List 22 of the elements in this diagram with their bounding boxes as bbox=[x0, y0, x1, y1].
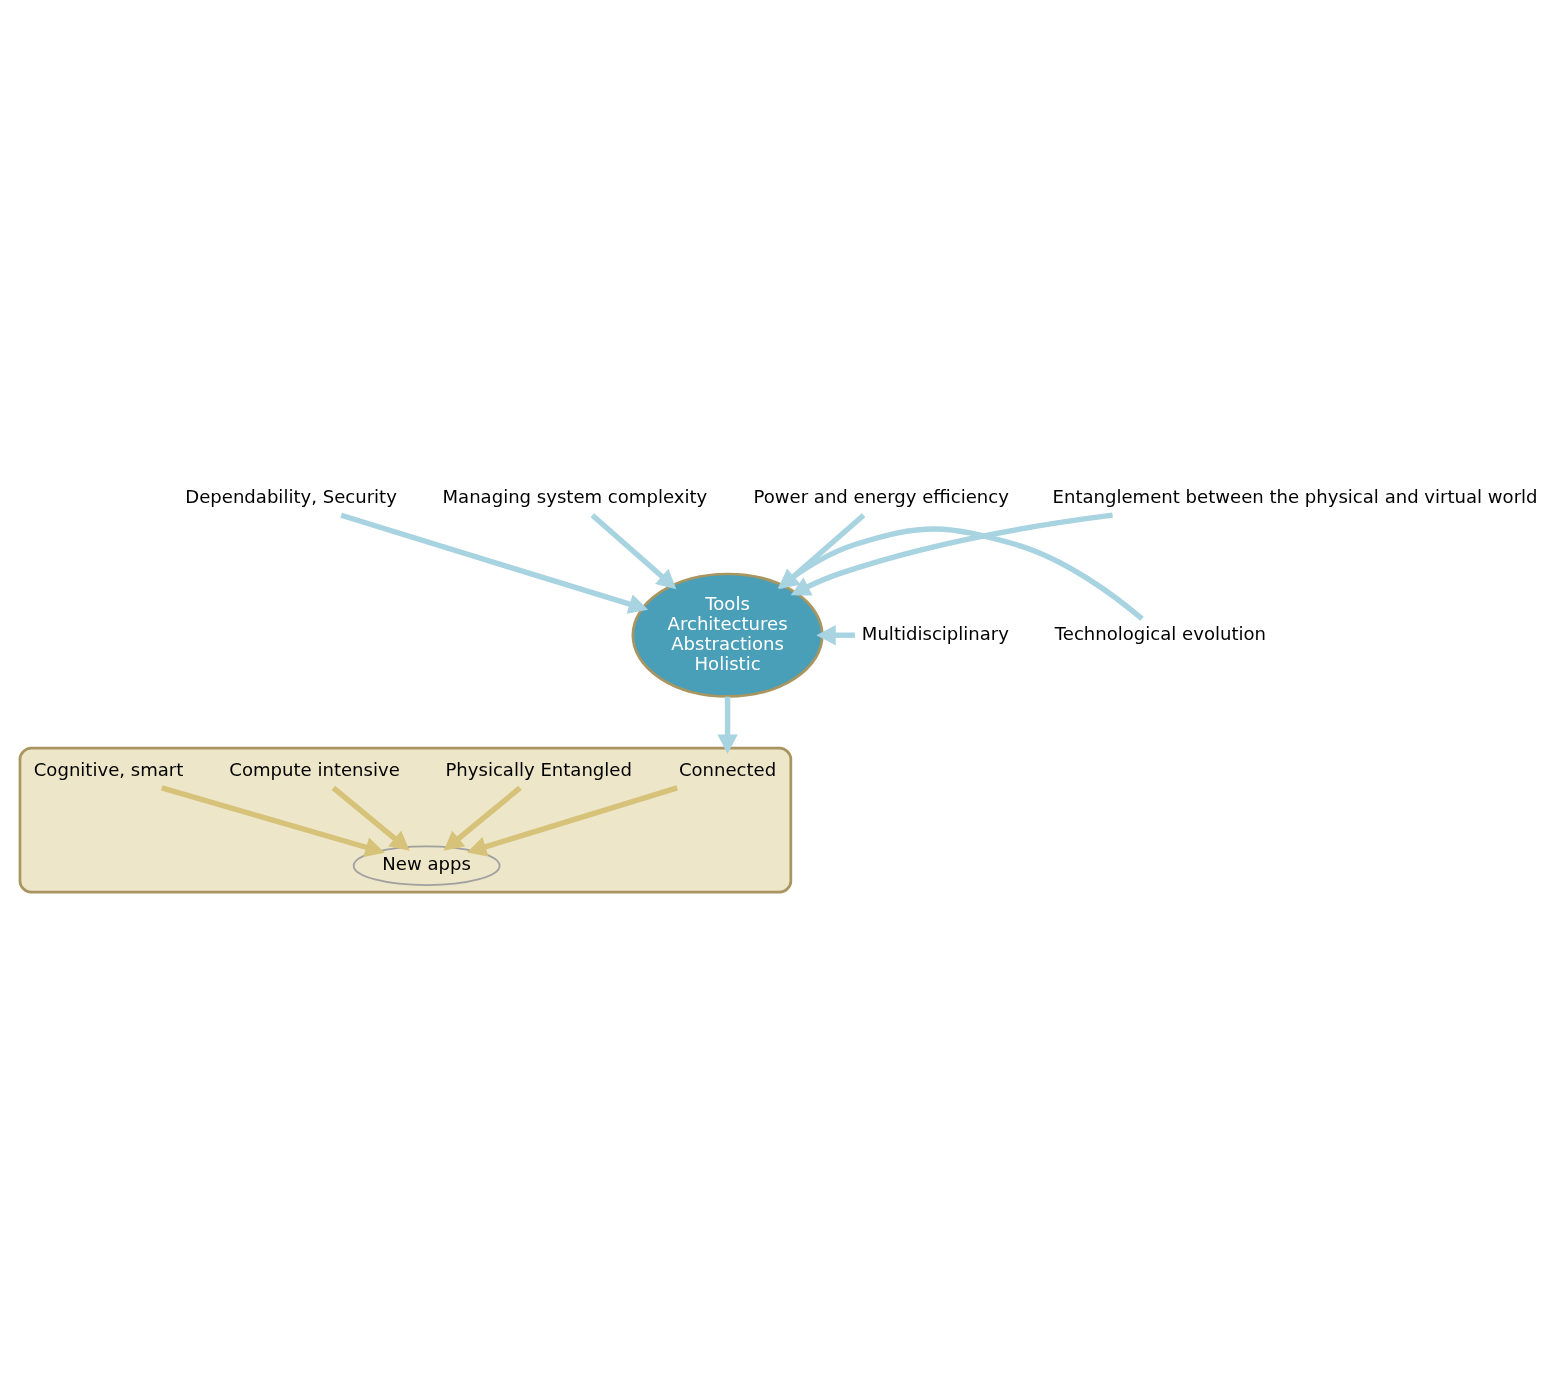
arrow bbox=[466, 785, 678, 857]
node-text: Cognitive, smart bbox=[33, 759, 184, 781]
node-text: Managing system complexity bbox=[442, 486, 708, 508]
node-text: Physically Entangled bbox=[445, 759, 632, 781]
arrow bbox=[790, 512, 1113, 596]
node-text: Power and energy efficiency bbox=[753, 486, 1009, 508]
node-ellipse: New apps bbox=[352, 845, 501, 887]
node-text: Entanglement between the physical and virtual world bbox=[1052, 486, 1538, 508]
node-text: Dependability, Security bbox=[185, 486, 397, 508]
arrow bbox=[443, 785, 522, 851]
node-text: Technological evolution bbox=[1054, 622, 1267, 644]
node-ellipse: Tools Architectures Abstractions Holistic bbox=[631, 572, 824, 698]
arrow bbox=[340, 512, 649, 614]
node-text: Compute intensive bbox=[229, 759, 400, 781]
arrow bbox=[590, 513, 677, 590]
arrow bbox=[717, 696, 738, 754]
node-text: Multidisciplinary bbox=[861, 622, 1009, 644]
arrow bbox=[816, 625, 855, 646]
arrow bbox=[331, 785, 410, 851]
cluster bbox=[18, 746, 793, 894]
node-text: Connected bbox=[678, 759, 777, 781]
arrow bbox=[161, 785, 385, 858]
